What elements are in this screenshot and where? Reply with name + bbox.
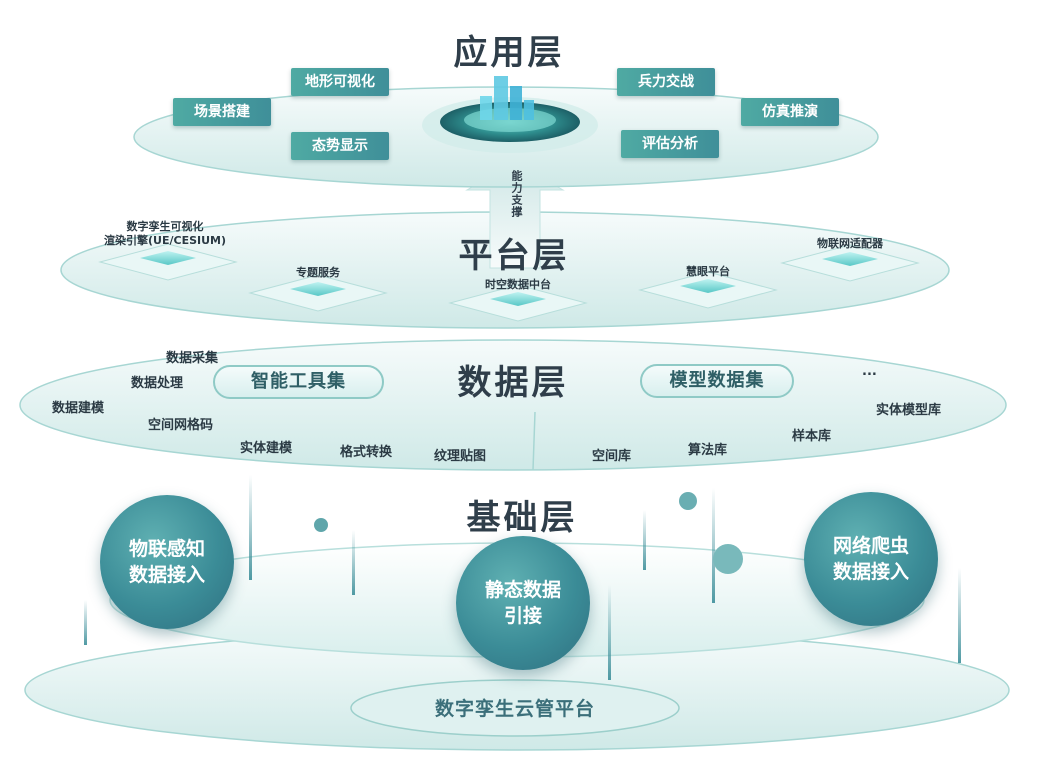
static-data-label: 静态数据 引接 xyxy=(484,579,561,627)
tool-format-conversion: 格式转换 xyxy=(340,445,393,460)
model-algorithm-library: 算法库 xyxy=(688,443,728,458)
cloud-platform-name: 数字孪生云管平台 xyxy=(434,698,595,720)
tag-evaluation-analysis[interactable]: 评估分析 xyxy=(621,130,719,158)
sphere-icon xyxy=(679,492,697,510)
tag-force-engagement[interactable]: 兵力交战 xyxy=(617,68,715,96)
model-sample-library: 样本库 xyxy=(792,429,832,444)
support-arrow-icon xyxy=(465,161,565,269)
city-hologram-icon xyxy=(422,76,598,153)
module-iot-adapter: 物联网适配器 xyxy=(817,237,883,250)
tool-data-modeling: 数据建模 xyxy=(52,401,105,416)
tag-simulation-deduction[interactable]: 仿真推演 xyxy=(741,98,839,126)
sphere-icon xyxy=(314,518,328,532)
model-spatial-library: 空间库 xyxy=(592,449,632,464)
module-huiyan-platform: 慧眼平台 xyxy=(686,265,730,278)
tool-data-collection: 数据采集 xyxy=(166,351,219,366)
module-thematic-service: 专题服务 xyxy=(296,266,340,279)
render-engine-label: 数字孪生可视化 渲染引擎(UE/CESIUM) xyxy=(104,220,226,247)
tool-entity-modeling: 实体建模 xyxy=(240,441,293,456)
chip-platform-icon xyxy=(448,284,588,322)
static-data-orb[interactable]: 静态数据 引接 xyxy=(456,536,590,670)
cloud-platform-ellipse xyxy=(350,679,680,737)
model-dataset-pill[interactable]: 模型数据集 xyxy=(640,364,794,398)
tag-situation-display[interactable]: 态势显示 xyxy=(291,132,389,160)
chip-platform-icon xyxy=(638,271,778,309)
platform-layer-title: 平台层 xyxy=(458,236,570,276)
application-layer-title: 应用层 xyxy=(453,33,565,73)
web-crawler-orb[interactable]: 网络爬虫 数据接入 xyxy=(804,492,938,626)
tool-data-processing: 数据处理 xyxy=(131,376,184,391)
tag-terrain-visualization[interactable]: 地形可视化 xyxy=(291,68,389,96)
tag-scene-build[interactable]: 场景搭建 xyxy=(173,98,271,126)
sphere-icon xyxy=(713,544,743,574)
tool-texture-mapping: 纹理贴图 xyxy=(434,449,487,464)
model-more-ellipsis: ... xyxy=(862,364,877,379)
data-layer-title: 数据层 xyxy=(457,363,569,403)
chip-platform-icon xyxy=(780,244,920,282)
model-entity-library: 实体模型库 xyxy=(876,403,942,418)
smart-toolset-pill[interactable]: 智能工具集 xyxy=(213,365,384,399)
chip-platform-icon xyxy=(248,274,388,312)
vertical-bars xyxy=(84,475,961,680)
module-spatiotemporal-data-center: 时空数据中台 xyxy=(485,278,551,291)
iot-data-access-label: 物联感知 数据接入 xyxy=(128,538,205,586)
capability-support-label: 能力支撑 xyxy=(510,170,523,218)
tool-spatial-grid-code: 空间网格码 xyxy=(148,418,214,433)
web-crawler-label: 网络爬虫 数据接入 xyxy=(832,535,909,583)
iot-data-access-orb[interactable]: 物联感知 数据接入 xyxy=(100,495,234,629)
foundation-layer-title: 基础层 xyxy=(466,498,578,538)
chip-platform-icon xyxy=(98,243,238,281)
